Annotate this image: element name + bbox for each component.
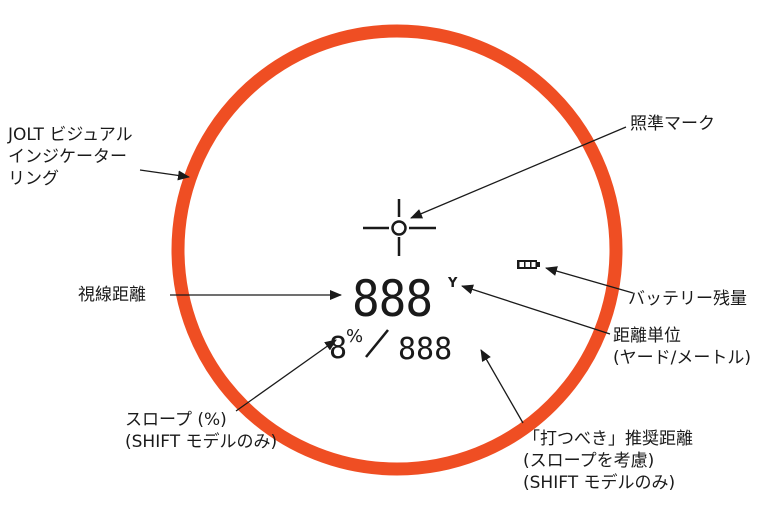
- arrow-icon: [235, 339, 337, 412]
- battery-icon: [517, 260, 540, 269]
- label-slope: スロープ (%) (SHIFT モデルのみ): [125, 410, 278, 452]
- plays-like-readout: 888: [398, 332, 452, 367]
- slope-digit: 8: [329, 331, 347, 366]
- label-line-of-sight: 視線距離: [78, 285, 146, 305]
- unit-indicator: Y: [447, 276, 458, 291]
- jolt-indicator-ring: [171, 24, 623, 476]
- crosshair-icon: [363, 199, 436, 256]
- label-unit: 距離単位 (ヤード/メートル): [613, 326, 751, 368]
- label-battery: バッテリー残量: [628, 289, 747, 309]
- arrow-icon: [461, 284, 611, 335]
- slope-separator: [365, 329, 389, 358]
- distance-readout: 888: [352, 271, 432, 328]
- label-reticle: 照準マーク: [630, 114, 715, 134]
- arrow-icon: [139, 169, 190, 181]
- arrow-icon: [545, 266, 634, 294]
- label-plays-like: 「打つべき」推奨距離 (スロープを考慮) (SHIFT モデルのみ): [523, 429, 693, 493]
- label-ring: JOLT ビジュアル インジケーター リング: [8, 125, 133, 189]
- arrow-icon: [410, 126, 627, 219]
- slope-percent-sign: %: [346, 326, 363, 347]
- arrow-icon: [480, 349, 524, 424]
